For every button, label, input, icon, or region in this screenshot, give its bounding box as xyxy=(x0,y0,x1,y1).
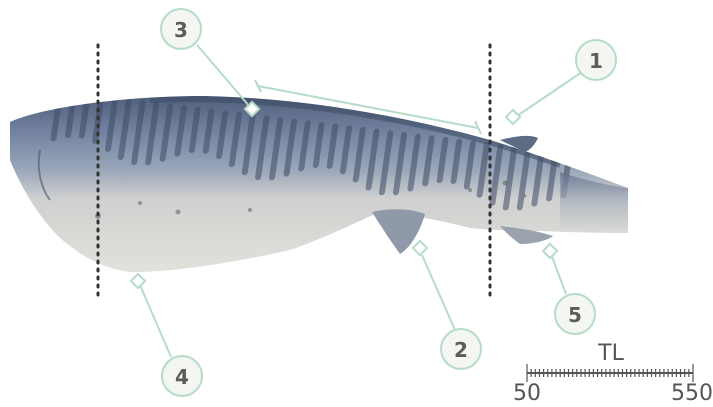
leader-4 xyxy=(140,285,171,357)
anchor-2 xyxy=(413,241,427,255)
anchor-1 xyxy=(506,110,520,124)
scale-bar: TL 50 550 xyxy=(513,341,713,406)
callout-1-number: 1 xyxy=(589,49,603,73)
anchor-4 xyxy=(131,274,145,288)
callout-3-number: 3 xyxy=(174,18,188,42)
callout-2: 2 xyxy=(441,329,481,369)
callout-2-number: 2 xyxy=(454,338,468,362)
scale-bar-ticks xyxy=(527,364,693,382)
callout-4: 4 xyxy=(162,356,202,396)
callout-5-number: 5 xyxy=(568,303,582,327)
scale-bar-min-label: 50 xyxy=(513,381,541,406)
anchor-5 xyxy=(543,244,557,258)
callout-3: 3 xyxy=(161,9,201,49)
shark-body xyxy=(10,90,628,272)
scale-bar-max-label: 550 xyxy=(671,381,713,406)
callout-5: 5 xyxy=(555,294,595,334)
callout-1: 1 xyxy=(576,40,616,80)
leader-5 xyxy=(551,254,566,294)
leader-2 xyxy=(422,255,455,330)
scale-bar-label: TL xyxy=(597,341,624,366)
leader-1 xyxy=(514,72,582,118)
callout-4-number: 4 xyxy=(175,365,189,389)
